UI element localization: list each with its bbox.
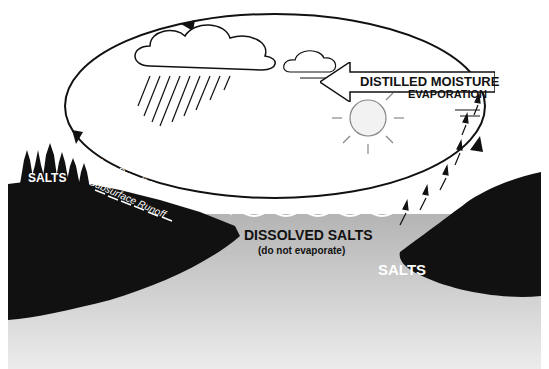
loop-arrowhead — [470, 136, 483, 152]
rain-lines — [138, 76, 230, 126]
salts-sea-label: SALTS — [378, 262, 426, 279]
evaporation-arrows — [400, 94, 480, 225]
trees — [20, 143, 90, 188]
small-cloud — [284, 51, 336, 72]
process-label: EVAPORATION — [408, 88, 487, 100]
salts-land-label: SALTS — [28, 172, 66, 185]
loop-arrowhead — [72, 130, 83, 144]
node-text: DISTILLED MOISTURE — [360, 74, 499, 89]
rain-cloud — [135, 25, 275, 70]
dissolved-salts-label: DISSOLVED SALTS — [244, 228, 373, 243]
right-landmass — [400, 172, 541, 297]
wave-line — [230, 212, 406, 216]
note-label: (do not evaporate) — [258, 245, 345, 256]
